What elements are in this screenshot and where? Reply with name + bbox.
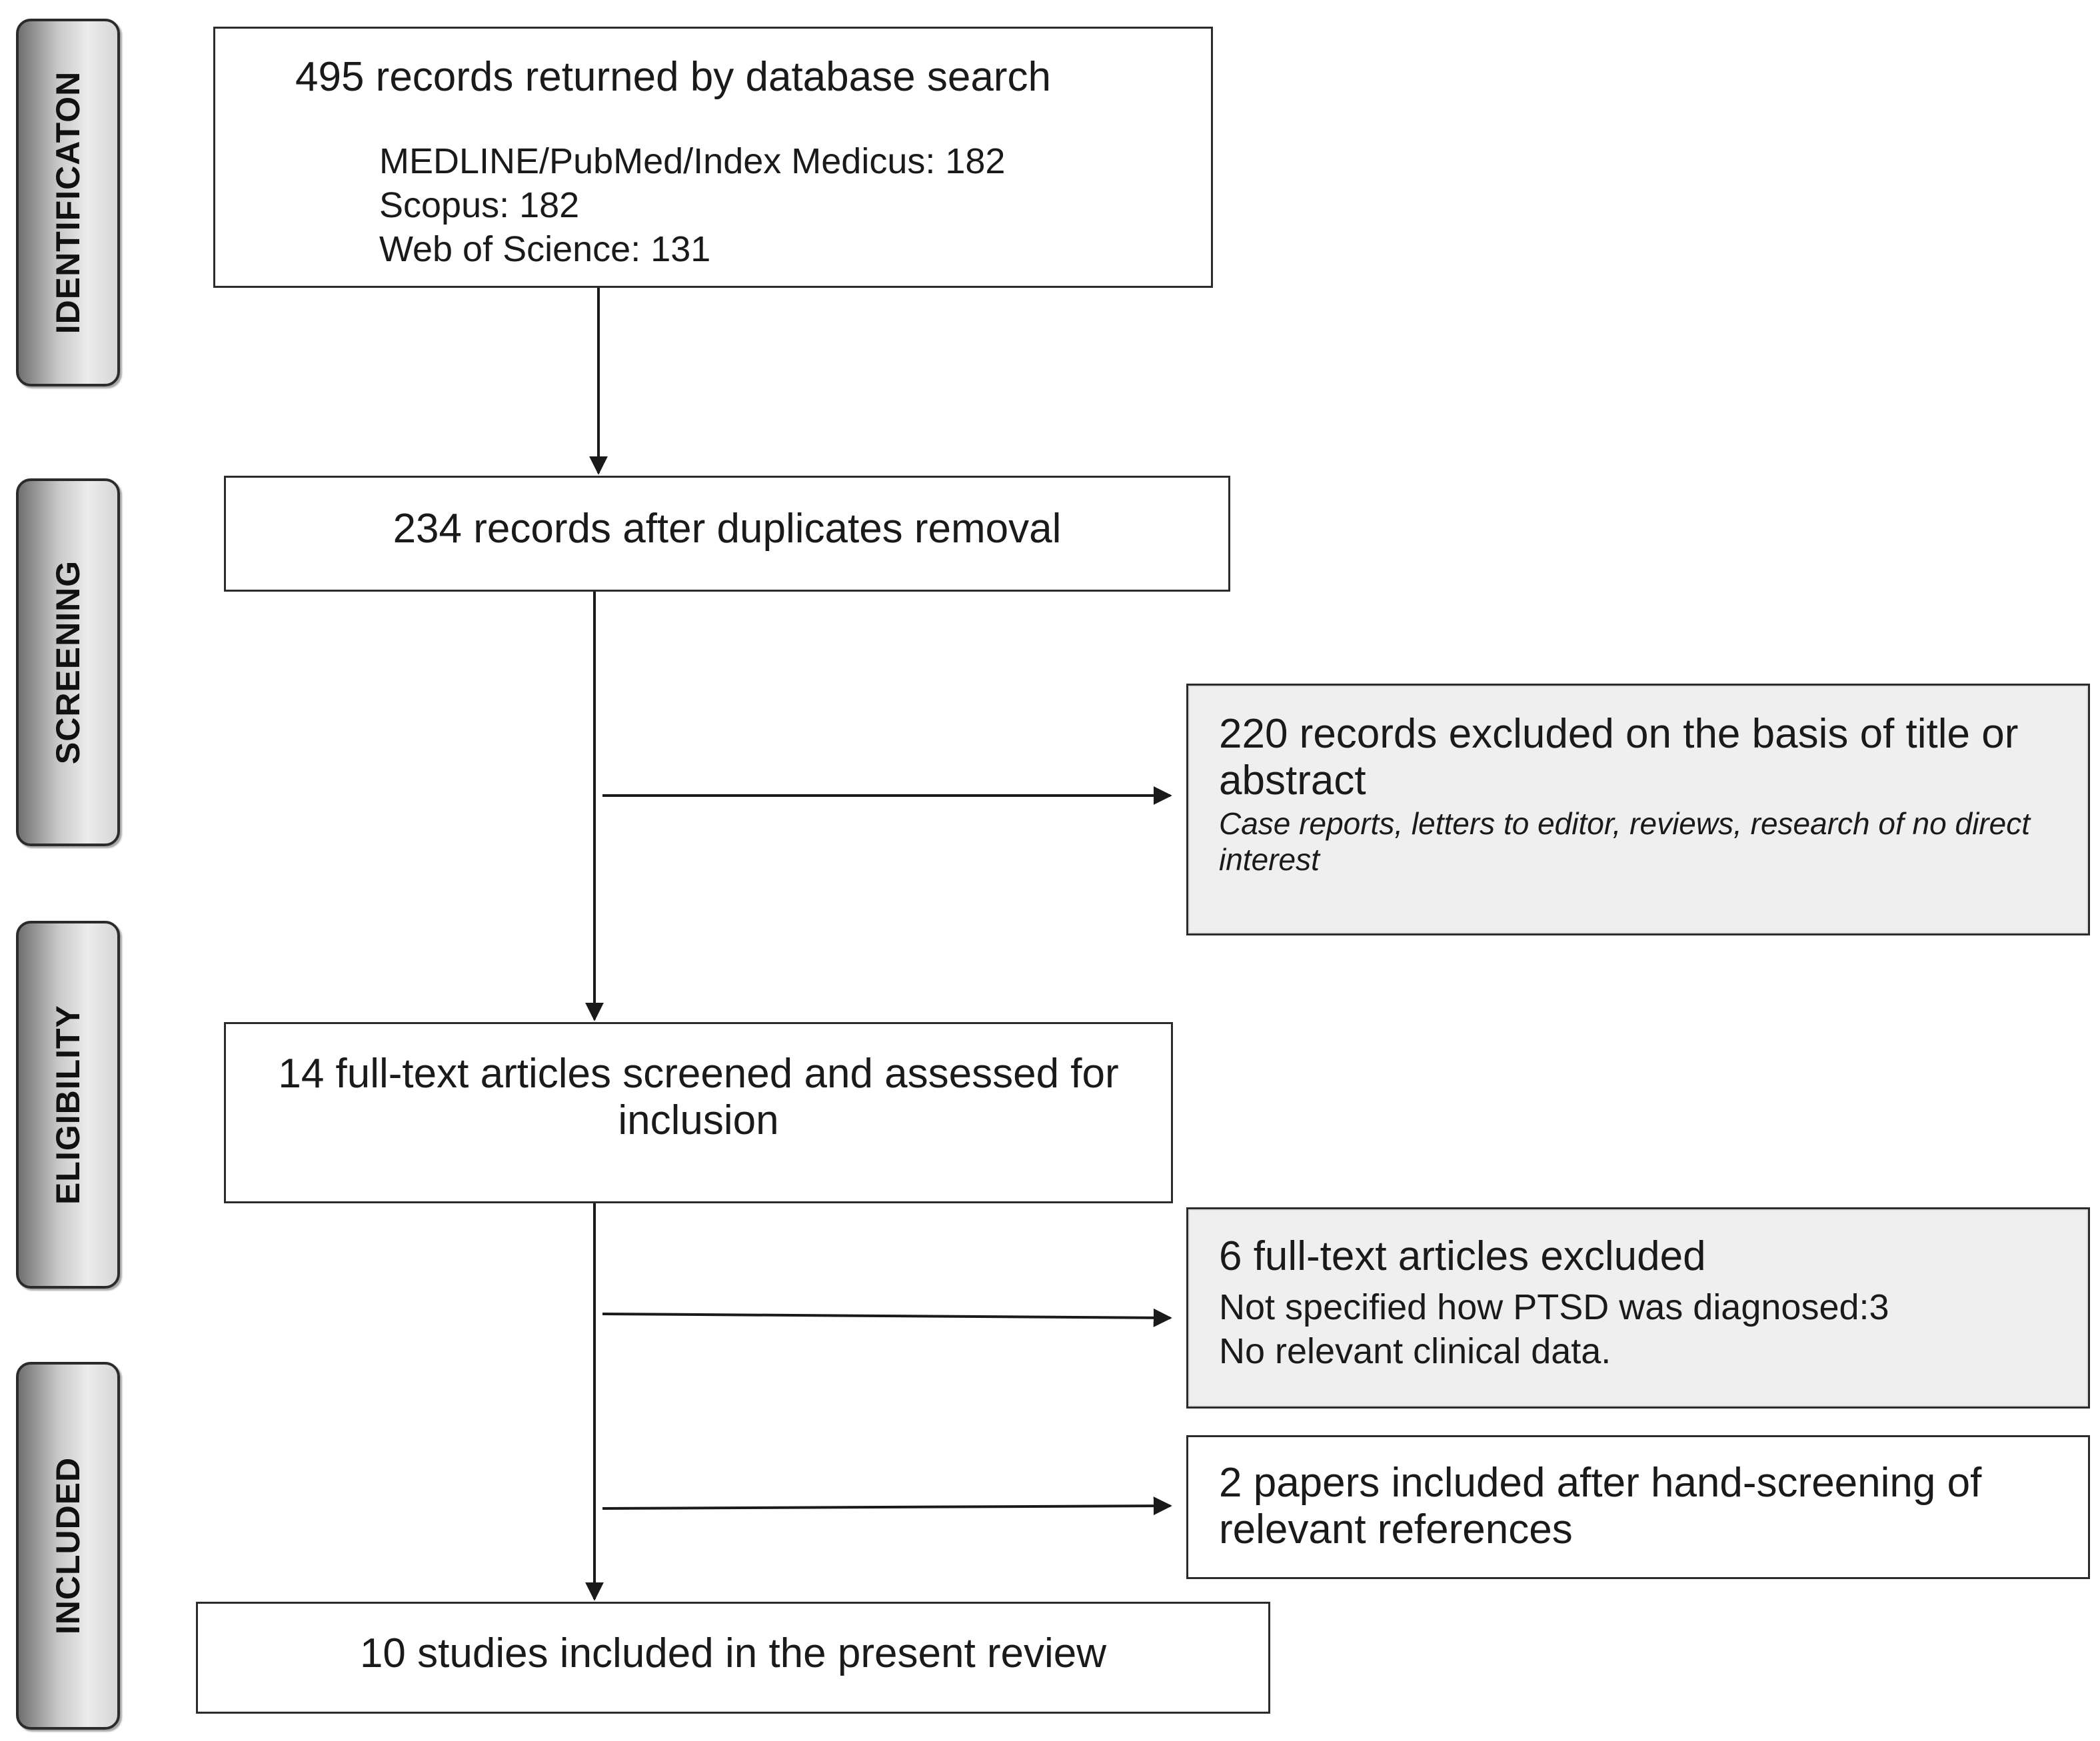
excluded-fulltext-reasons: Not specified how PTSD was diagnosed:3 N… (1219, 1285, 1889, 1373)
excluded-reason-ptsd: Not specified how PTSD was diagnosed:3 (1219, 1287, 1889, 1327)
records-search-box: 495 records returned by database search … (213, 27, 1213, 288)
studies-included-text: 10 studies included in the present revie… (359, 1630, 1107, 1676)
excluded-fulltext-box: 6 full-text articles excluded Not specif… (1186, 1207, 2090, 1409)
stage-eligibility-tab: ELIGIBILITY (16, 921, 120, 1289)
hand-screening-text: 2 papers included after hand-screening o… (1219, 1460, 1982, 1552)
database-sources: MEDLINE/PubMed/Index Medicus: 182 Scopus… (379, 139, 1005, 271)
excluded-title-abstract-box: 220 records excluded on the basis of tit… (1186, 684, 2090, 935)
arrow-to-hand-screening (602, 1496, 1172, 1516)
stage-identification-tab: IDENTIFICATON (16, 19, 120, 386)
stage-screening-tab: SCREENING (16, 478, 120, 846)
excluded-title-abstract-detail: Case reports, letters to editor, reviews… (1219, 806, 2030, 877)
arrow-to-excluded-fulltext (602, 1308, 1172, 1327)
stage-included-tab: INCLUDED (16, 1362, 120, 1730)
excluded-title-abstract-title: 220 records excluded on the basis of tit… (1219, 711, 2019, 804)
excluded-reason-clinical-data: No relevant clinical data. (1219, 1331, 1611, 1371)
duplicates-removal-box: 234 records after duplicates removal (224, 476, 1230, 592)
records-search-title: 495 records returned by database search (295, 54, 1051, 100)
source-medline: MEDLINE/PubMed/Index Medicus: 182 (379, 141, 1006, 181)
excluded-fulltext-title: 6 full-text articles excluded (1219, 1233, 1706, 1279)
hand-screening-box: 2 papers included after hand-screening o… (1186, 1435, 2090, 1579)
studies-included-box: 10 studies included in the present revie… (196, 1602, 1270, 1714)
duplicates-removal-text: 234 records after duplicates removal (393, 506, 1062, 552)
source-web-of-science: Web of Science: 131 (379, 229, 711, 269)
fulltext-assessed-text: 14 full-text articles screened and asses… (278, 1051, 1119, 1143)
source-scopus: Scopus: 182 (379, 185, 580, 225)
fulltext-assessed-box: 14 full-text articles screened and asses… (224, 1022, 1173, 1203)
